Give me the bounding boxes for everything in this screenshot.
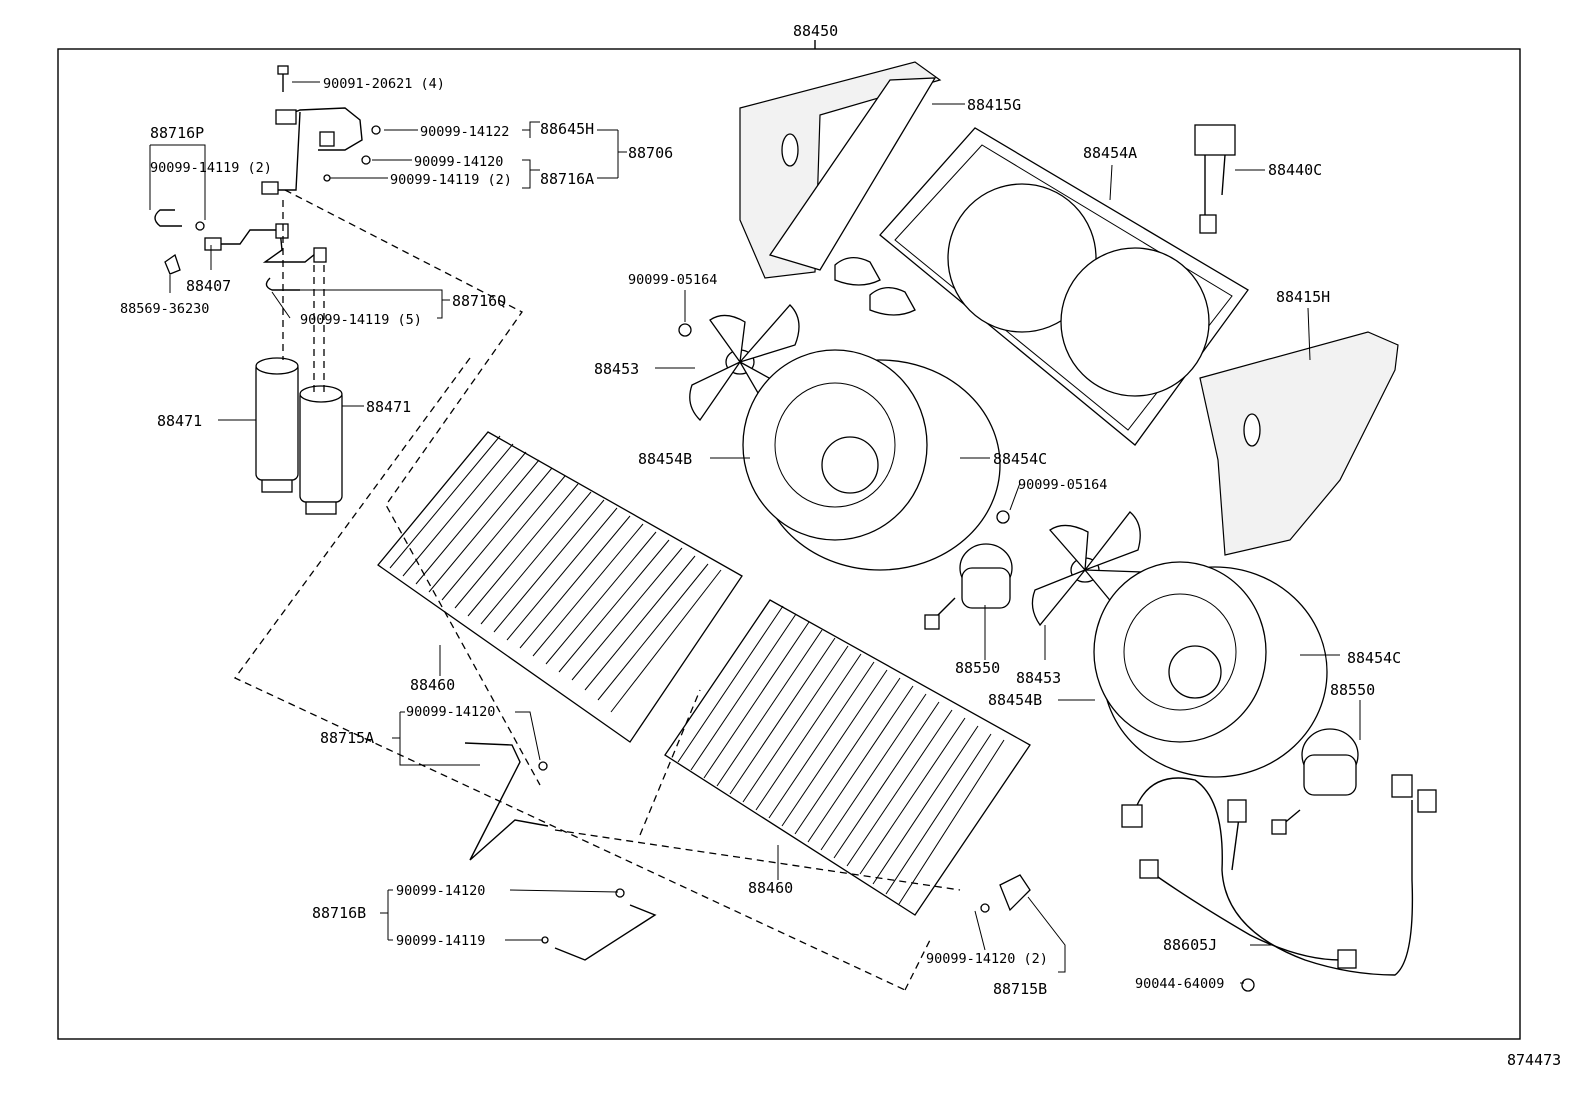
wire-harness-88605J-icon: [1121, 774, 1437, 976]
fan-shroud-upper-icon: [742, 349, 1001, 571]
figure-number-label: 874473: [1507, 1051, 1561, 1069]
part-label-88706: 88706: [628, 144, 673, 162]
part-label-bolt: 90091-20621 (4): [323, 76, 445, 92]
part-label-88453-a: 88453: [594, 360, 639, 378]
pipe-88716Q-icon: [204, 223, 327, 291]
pipe-88716B-icon: [541, 888, 657, 961]
part-label-o-ring-14122: 90099-14122: [420, 124, 509, 140]
bracket-88415G-icon: [739, 61, 942, 279]
part-label-88415G: 88415G: [967, 96, 1021, 114]
part-label-nut-05164-b: 90099-05164: [1018, 477, 1107, 493]
part-label-88716B: 88716B: [312, 904, 366, 922]
part-label-88454C-a: 88454C: [993, 450, 1047, 468]
fan-88453-upper-icon: [689, 304, 801, 422]
part-label-88460-a: 88460: [410, 676, 455, 694]
pipe-88716P-icon: [154, 209, 205, 231]
pipe-88715B-icon: [980, 874, 1031, 913]
part-label-nut-05164-a: 90099-05164: [628, 272, 717, 288]
part-label-o-ring-5: 90099-14119 (5): [300, 312, 422, 328]
motor-88550-lower-icon: [1271, 728, 1359, 835]
fan-shroud-lower-icon: [1093, 561, 1328, 778]
part-label-o-ring-14120-2: 90099-14120 (2): [926, 951, 1048, 967]
bracket-88415H-icon: [1199, 331, 1399, 556]
part-label-88454B-a: 88454B: [638, 450, 692, 468]
shroud-88454A-icon: [834, 127, 1249, 446]
part-label-88715B: 88715B: [993, 980, 1047, 998]
part-label-88550-a: 88550: [955, 659, 1000, 677]
nut-icon: [678, 323, 1255, 992]
part-label-88471-left: 88471: [157, 412, 202, 430]
part-label-o-ring-2b: 90099-14119 (2): [390, 172, 512, 188]
relay-88440C-icon: [1194, 124, 1236, 234]
receiver-88471-left-icon: [255, 357, 299, 493]
part-label-88454A: 88454A: [1083, 144, 1137, 162]
part-label-o-ring-14120c: 90099-14120: [396, 883, 485, 899]
diagram-frame: [57, 48, 1521, 1040]
part-label-o-ring-14119c: 90099-14119: [396, 933, 485, 949]
part-label-88716A: 88716A: [540, 170, 594, 188]
part-label-88605J: 88605J: [1163, 936, 1217, 954]
o-ring-icon: [323, 125, 381, 182]
part-label-88460-b: 88460: [748, 879, 793, 897]
bracket-88569-icon: [164, 253, 181, 275]
part-label-88453-b: 88453: [1016, 669, 1061, 687]
leader-lines: [149, 81, 1361, 984]
part-label-88454B-b: 88454B: [988, 691, 1042, 709]
condenser-88460-lower-icon: [664, 599, 1031, 916]
part-label-o-ring-14120a: 90099-14120: [414, 154, 503, 170]
part-label-o-ring-14120b: 90099-14120: [406, 704, 495, 720]
part-label-88716P: 88716P: [150, 124, 204, 142]
part-label-88407: 88407: [186, 277, 231, 295]
part-label-88716Q: 88716Q: [452, 292, 506, 310]
bolt-icon: [277, 65, 289, 92]
part-label-88415H: 88415H: [1276, 288, 1330, 306]
receiver-88471-right-icon: [299, 385, 343, 515]
pipe-88715A-icon: [464, 742, 549, 861]
pipe-88716A-icon: [261, 107, 363, 195]
part-label-88569: 88569-36230: [120, 301, 209, 317]
part-label-88471-right: 88471: [366, 398, 411, 416]
assembly-number-label: 88450: [793, 22, 838, 40]
part-label-88550-b: 88550: [1330, 681, 1375, 699]
part-label-88440C: 88440C: [1268, 161, 1322, 179]
condenser-88460-upper-icon: [377, 431, 743, 743]
motor-88550-upper-icon: [924, 543, 1013, 630]
part-label-o-ring-2a: 90099-14119 (2): [150, 160, 272, 176]
part-label-88715A: 88715A: [320, 729, 374, 747]
part-label-88645H: 88645H: [540, 120, 594, 138]
part-label-88454C-b: 88454C: [1347, 649, 1401, 667]
part-label-clamp-64009: 90044-64009: [1135, 976, 1224, 992]
